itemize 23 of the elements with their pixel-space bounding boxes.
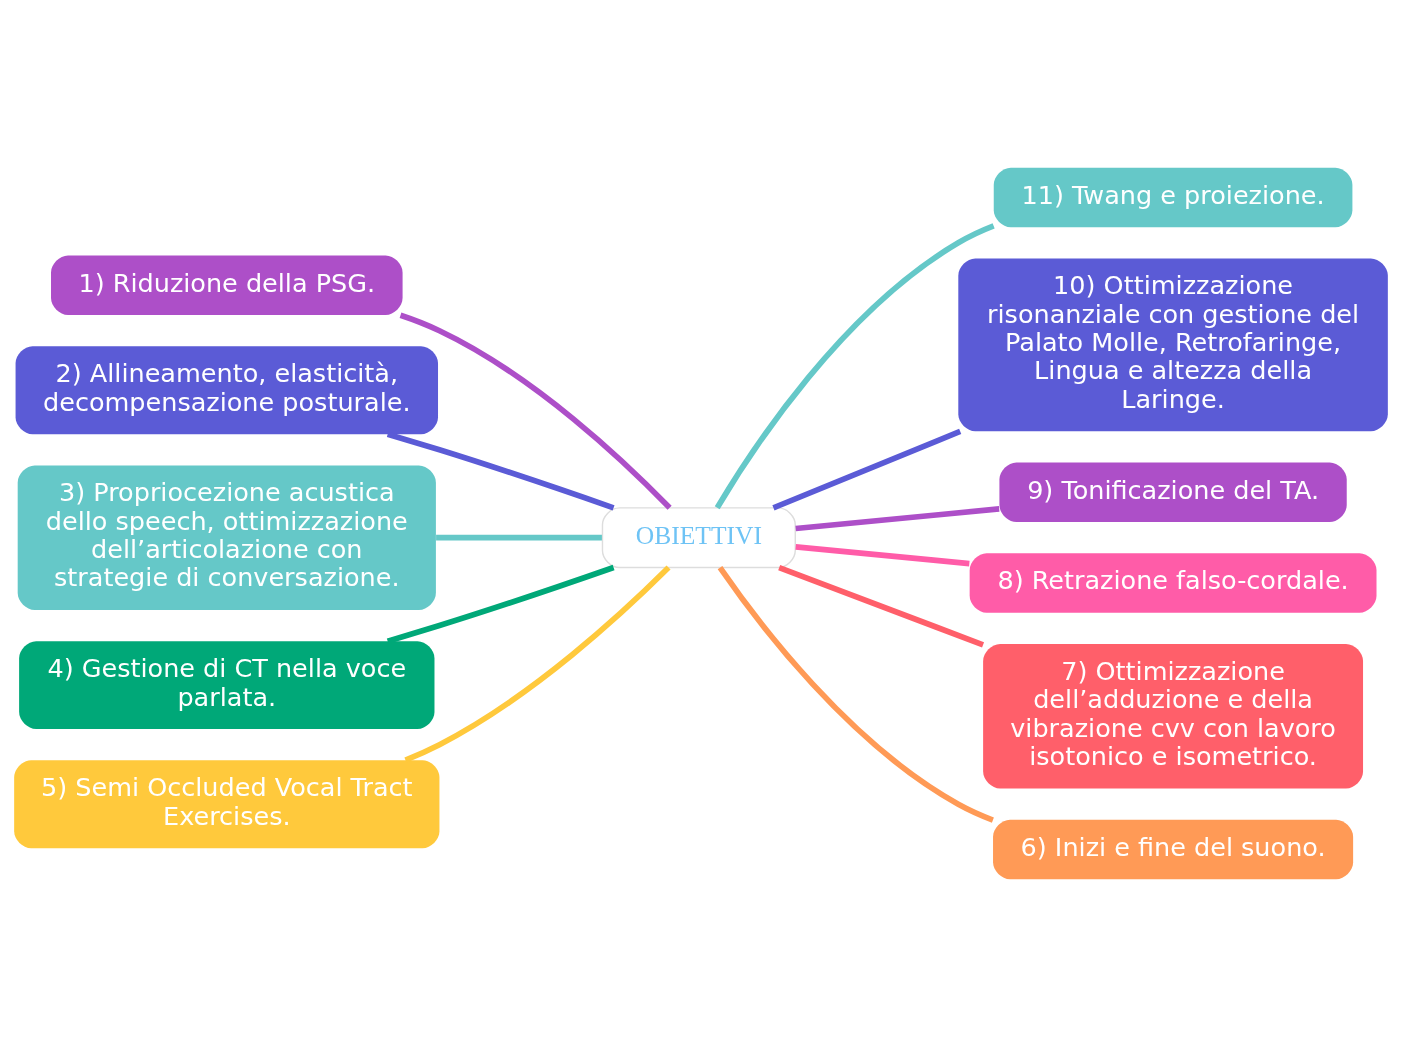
node-box: 5) Semi Occluded Vocal Tract Exercises. (14, 759, 440, 848)
connector (436, 534, 602, 540)
connector (772, 428, 962, 510)
connector (717, 565, 994, 823)
node-box: OBIETTIVI (601, 506, 796, 568)
connector (714, 222, 995, 509)
node-box: 6) Inizi e fine del suono. (993, 819, 1354, 879)
node-box: 4) Gestione di CT nella voce parlata. (19, 640, 435, 729)
node-box: 3) Propriocezione acustica dello speech, ottimizzazione dell’articolazione con strategie di conversazione. (17, 464, 436, 610)
connector (795, 543, 970, 566)
connector (399, 312, 672, 510)
connector (778, 564, 985, 647)
node-box: 11) Twang e proiezione. (993, 167, 1353, 227)
node-box: 10) Ottimizzazione risonanziale con gestione del Palato Molle, Retrofaringe, Lingua e altezza della Laringe. (958, 257, 1388, 431)
connector (404, 565, 671, 763)
node-box: 1) Riduzione della PSG. (51, 255, 403, 315)
connector (795, 505, 1000, 531)
node-box: 2) Allineamento, elasticità, decompensazione posturale. (15, 345, 439, 434)
connector (386, 564, 615, 644)
node-box: 9) Tonificazione del TA. (999, 462, 1347, 522)
connector (386, 431, 615, 510)
node-box: 7) Ottimizzazione dell’adduzione e della vibrazione cvv con lavoro isotonico e isometrico. (983, 643, 1364, 789)
node-box: 8) Retrazione falso-cordale. (969, 552, 1377, 613)
